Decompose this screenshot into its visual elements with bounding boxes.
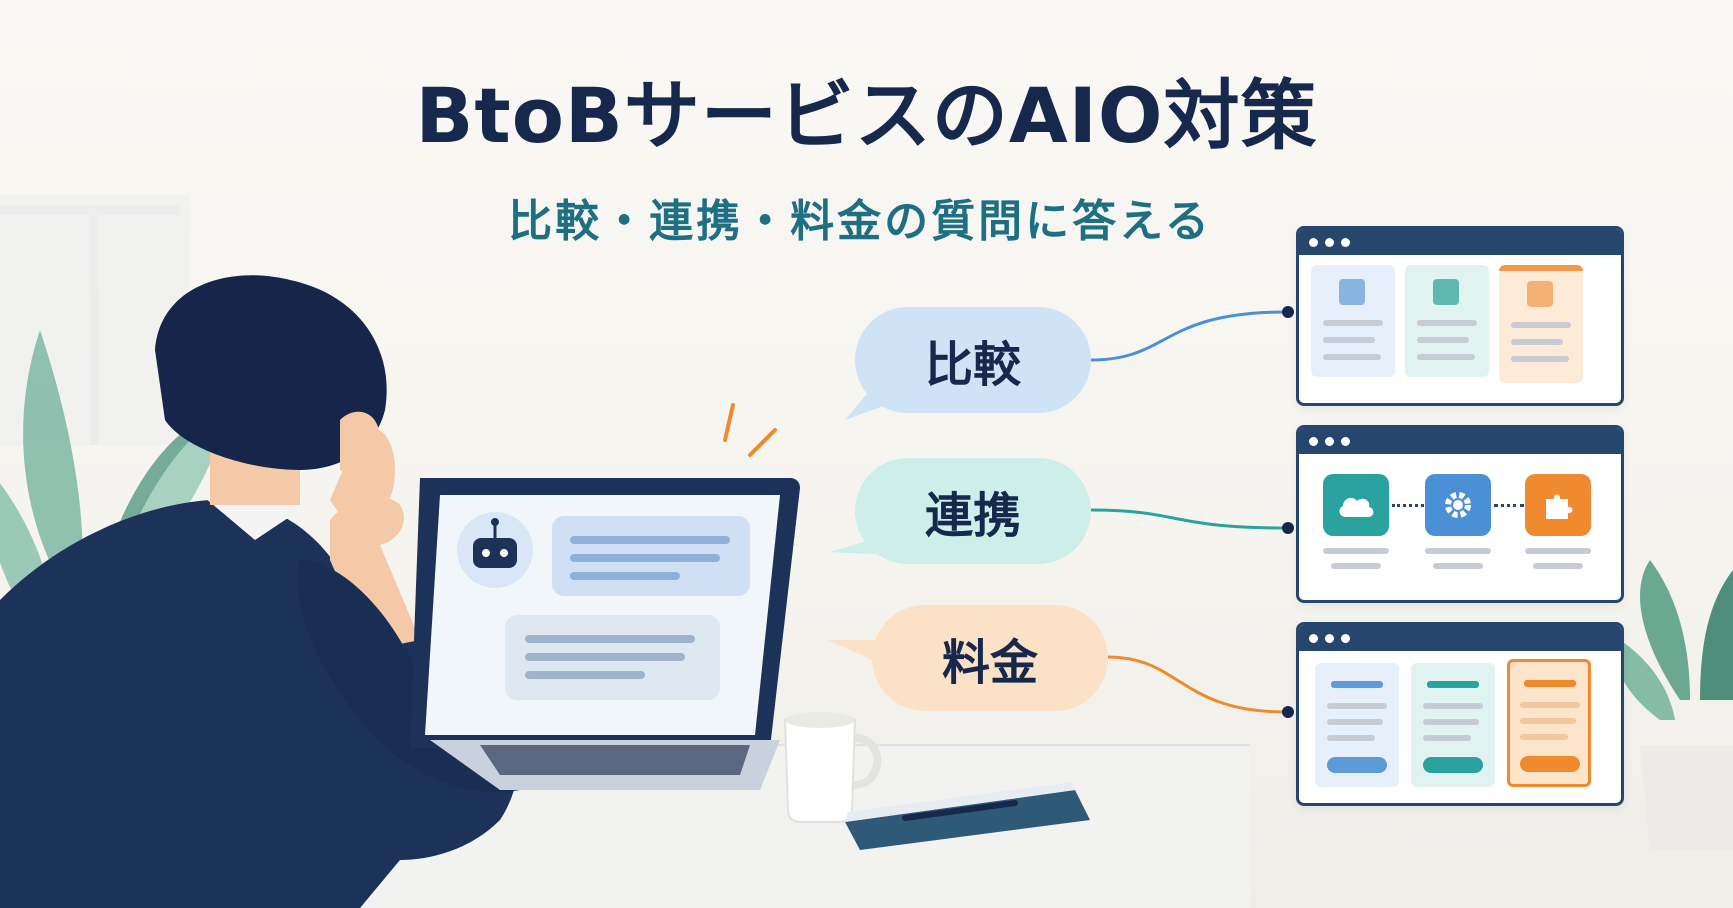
cloud-icon (1323, 474, 1389, 536)
window-titlebar (1299, 428, 1621, 454)
window-titlebar (1299, 625, 1621, 651)
bubble-pricing-label: 料金 (941, 635, 1038, 691)
connector-dots (1392, 504, 1424, 507)
comparison-card (1499, 265, 1583, 383)
bubble-pricing: 料金 (872, 605, 1108, 711)
notebook-icon (845, 782, 1090, 850)
window-titlebar (1299, 229, 1621, 255)
robot-icon (473, 518, 517, 568)
connector-dots (1494, 504, 1524, 507)
gear-icon (1425, 474, 1491, 536)
pricing-plan-card (1411, 663, 1495, 787)
laptop (410, 478, 800, 790)
pricing-plan-card (1315, 663, 1399, 787)
bubble-comparison-label: 比較 (924, 337, 1021, 393)
connector-integration (1090, 508, 1287, 530)
comparison-card (1311, 265, 1395, 377)
bubble-comparison: 比較 (855, 307, 1091, 413)
connector-comparison (1090, 310, 1287, 362)
window-comparison (1296, 226, 1624, 406)
page-title: BtoBサービスのAIO対策 (415, 71, 1318, 160)
person-hair (155, 275, 387, 470)
connector-pricing (1107, 655, 1287, 714)
pen-icon (902, 800, 1018, 821)
window-pricing (1296, 622, 1624, 806)
bubble-integration: 連携 (855, 458, 1091, 564)
window-integration (1296, 425, 1624, 603)
right-plant (1616, 560, 1733, 850)
coffee-mug-icon (783, 712, 882, 823)
comparison-card (1405, 265, 1489, 377)
person-suit (0, 499, 519, 908)
page-subtitle: 比較・連携・料金の質問に答える (508, 196, 1212, 247)
puzzle-icon (1525, 474, 1591, 536)
pricing-plan-card-highlighted (1507, 659, 1591, 787)
person-hand (330, 496, 420, 650)
bubble-integration-label: 連携 (924, 488, 1021, 544)
